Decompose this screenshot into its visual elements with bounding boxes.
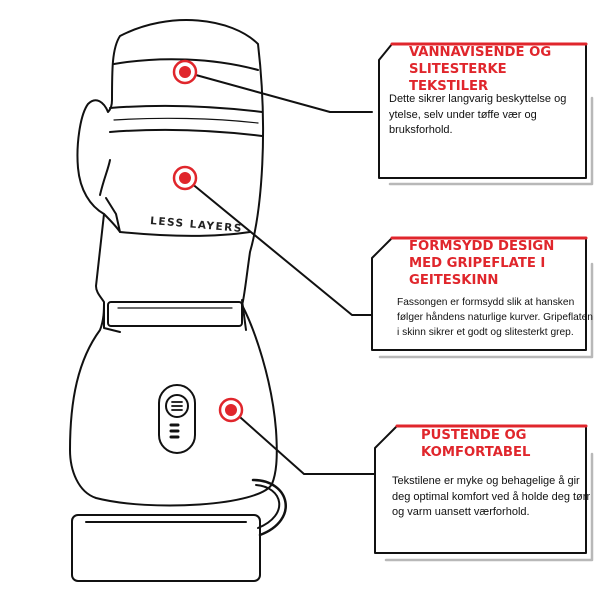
upper-band-bottom xyxy=(109,128,263,137)
connector-3 xyxy=(231,409,376,475)
heat-button xyxy=(165,394,189,418)
callout-title-line: KOMFORTABEL xyxy=(421,445,531,460)
thumb-inner xyxy=(105,197,121,233)
heat-button-lines xyxy=(171,401,183,411)
upper-band-stitch xyxy=(113,117,259,124)
callout-title-line: FORMSYDD DESIGN xyxy=(409,239,555,254)
heat-button-housing xyxy=(158,384,196,454)
marker-1 xyxy=(172,59,198,85)
callout-body: Dette sikrer langvarig beskyttelse og yt… xyxy=(389,93,567,136)
callout-body: Fassongen er formsydd slik at hansken fø… xyxy=(397,297,593,338)
thumb-seam xyxy=(99,159,111,196)
heat-level-bars xyxy=(169,423,180,439)
glove-outline xyxy=(69,19,278,507)
callout-title-line: SLITESTERKE TEKSTILER xyxy=(409,62,507,94)
wrist-strap-left-loop xyxy=(103,303,121,333)
wrist-strap xyxy=(107,301,243,327)
cuff-tab xyxy=(71,514,261,582)
connector-2 xyxy=(184,177,373,316)
callout-title-line: GEITESKINN xyxy=(409,273,499,288)
callout-title-line: VANNAVISENDE OG xyxy=(409,45,552,60)
callout-3-shadow xyxy=(384,452,594,562)
callout-title-line: MED GRIPEFLATE I xyxy=(409,256,546,271)
callout-body: Tekstilene er myke og behagelige å gir d… xyxy=(392,475,591,518)
callout-title: VANNAVISENDE OG SLITESTERKE TEKSTILER xyxy=(409,44,589,95)
thumb-base xyxy=(103,213,251,237)
callout-1-shadow xyxy=(388,96,594,186)
marker-2 xyxy=(172,165,198,191)
upper-band-top xyxy=(109,104,263,113)
connector-1 xyxy=(184,71,373,113)
marker-3 xyxy=(218,397,244,423)
wrist-strap-right-loop xyxy=(241,299,247,331)
cuff-strap-inner xyxy=(255,484,281,529)
callout-title-line: PUSTENDE OG xyxy=(421,428,527,443)
cuff-strap xyxy=(251,478,287,537)
callout-title: FORMSYDD DESIGN MED GRIPEFLATE I GEITESK… xyxy=(409,238,589,289)
callout-title: PUSTENDE OG KOMFORTABEL xyxy=(421,427,591,461)
top-cap-seam xyxy=(113,58,259,71)
callout-2-shadow xyxy=(378,262,594,359)
